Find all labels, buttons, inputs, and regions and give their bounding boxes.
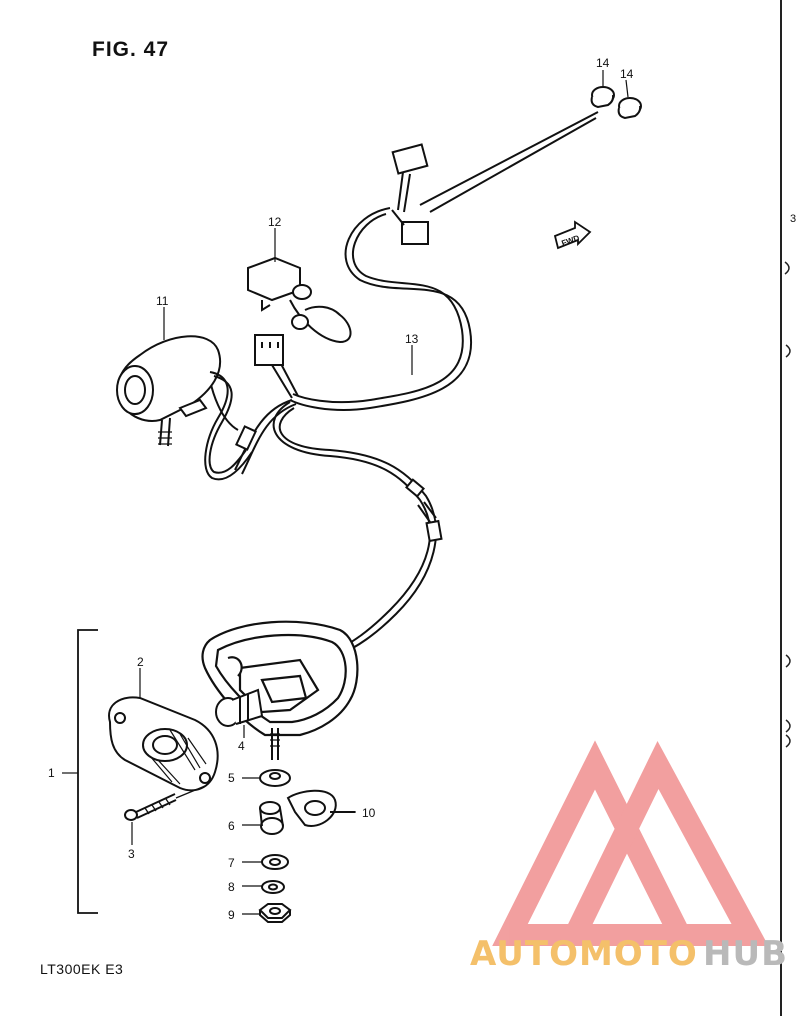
fwd-arrow: FWD [553, 220, 592, 250]
callout-8: 8 [228, 880, 235, 894]
part-2-lens [108, 696, 219, 792]
callout-14a: 14 [596, 56, 610, 70]
page-right-border [780, 0, 782, 1016]
part-14-caps [590, 86, 642, 120]
callout-5: 5 [228, 771, 235, 785]
figure-title: FIG. 47 [92, 38, 170, 61]
leader-lines [242, 345, 413, 915]
callout-14b: 14 [620, 67, 634, 81]
callout-12: 12 [268, 215, 282, 229]
callout-3: 3 [128, 847, 135, 861]
part-3-screw [124, 785, 206, 821]
model-code: LT300EK E3 [40, 961, 124, 977]
callout-13: 13 [405, 332, 419, 346]
part-13-wiring-harness [209, 111, 599, 655]
part-12-bracket [247, 256, 352, 344]
watermark-part1: AUTOMOTO [470, 934, 698, 974]
part-4-bulb [215, 688, 264, 727]
watermark-part2: HUB [703, 934, 788, 974]
callout-6: 6 [228, 819, 235, 833]
edge-mark: 3 [790, 213, 796, 225]
watermark-logo [492, 740, 769, 946]
callouts: 14 14 12 11 13 2 4 1 5 10 6 3 7 8 9 [48, 56, 634, 922]
callout-11: 11 [156, 294, 169, 308]
callout-9: 9 [228, 908, 235, 922]
callout-2: 2 [137, 655, 144, 669]
hardware-stack [258, 728, 355, 923]
callout-10: 10 [362, 806, 376, 820]
part-1-bracket-line [77, 629, 98, 914]
callout-4: 4 [238, 739, 245, 753]
callout-1: 1 [48, 766, 55, 780]
callout-7: 7 [228, 856, 235, 870]
watermark-text: AUTOMOTO HUB [470, 934, 788, 974]
part-11-lamp [116, 335, 221, 447]
part-11-lamp-leads [204, 371, 257, 481]
